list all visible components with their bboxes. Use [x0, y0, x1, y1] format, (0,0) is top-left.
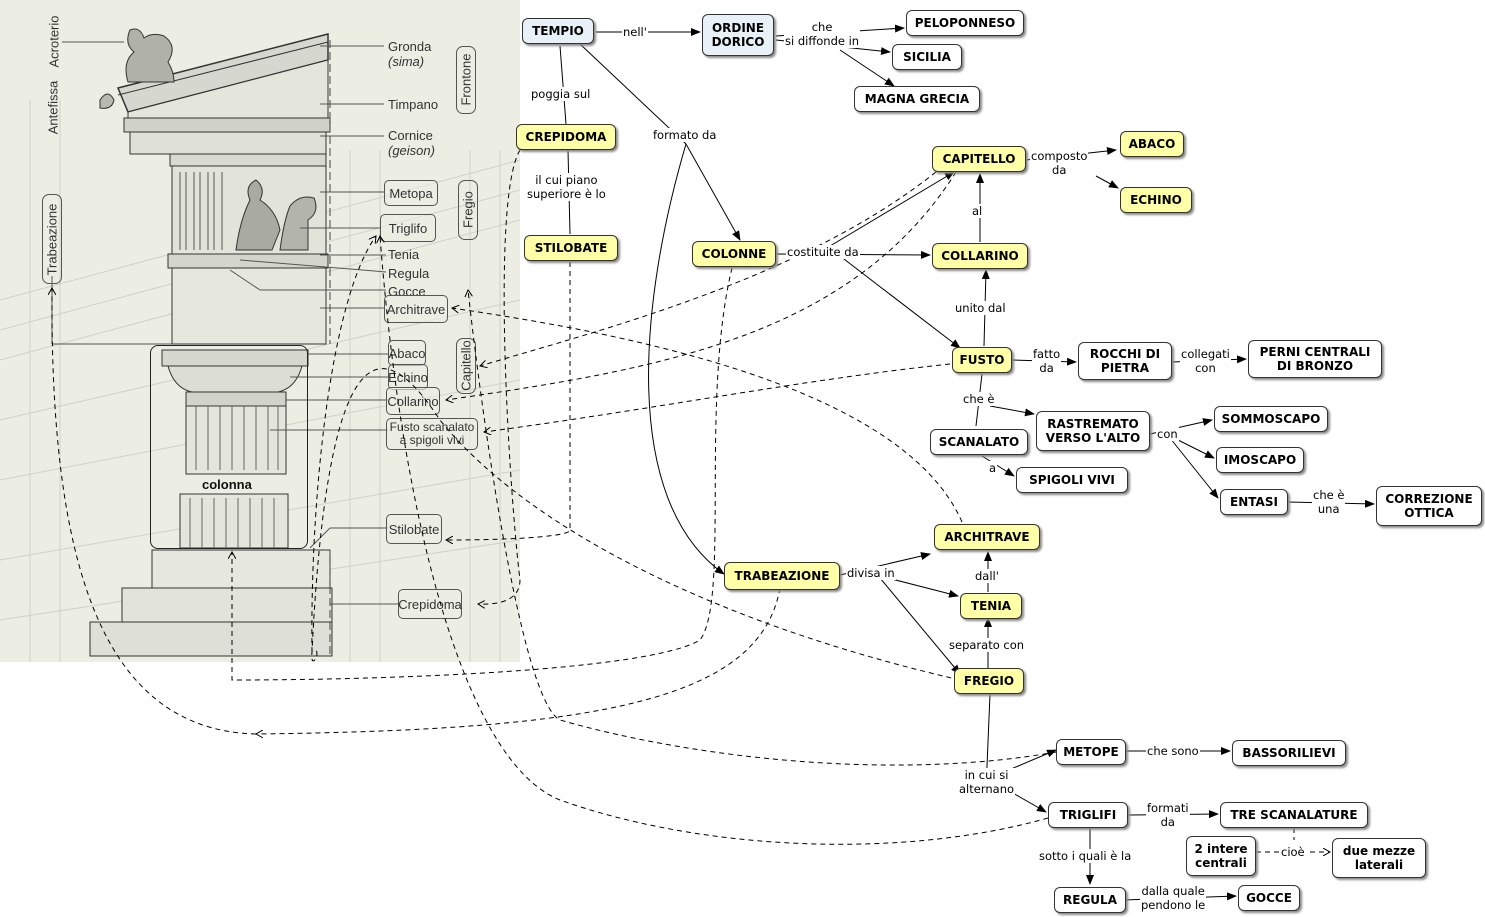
tenia-label: Tenia	[388, 247, 420, 262]
stylobate-step	[151, 549, 331, 589]
node-sicilia[interactable]: SICILIA	[892, 44, 962, 70]
link-label-nell: nell'	[622, 25, 648, 39]
link-label-formato-da: formato da	[652, 128, 718, 142]
collarino-label: Collarino	[386, 387, 440, 415]
temple-illustration: Acroterio Antefissa Gronda (sima) Timpan…	[0, 0, 520, 662]
echino-label: Echino	[388, 364, 428, 390]
crepidoma-step-2	[89, 621, 333, 657]
node-correzione-ottica[interactable]: CORREZIONE OTTICA	[1376, 486, 1482, 526]
node-tempio[interactable]: TEMPIO	[522, 18, 594, 44]
node-rocchi[interactable]: ROCCHI DI PIETRA	[1078, 342, 1172, 380]
node-spigoli-vivi[interactable]: SPIGOLI VIVI	[1016, 467, 1128, 493]
link-label-al: al	[971, 204, 984, 218]
regula-label: Regula	[388, 266, 430, 281]
fusto-label: Fusto scanalato a spigoli vivi	[386, 418, 478, 450]
node-tenia[interactable]: TENIA	[960, 593, 1022, 619]
node-imoscapo[interactable]: IMOSCAPO	[1216, 447, 1304, 473]
node-scanalato[interactable]: SCANALATO	[930, 429, 1028, 455]
colonna-frame	[150, 345, 308, 549]
frontone-box	[456, 46, 476, 114]
link-label-che-e-una: che è una	[1312, 488, 1346, 516]
link-label-a: a	[988, 461, 998, 475]
architrave-label: Architrave	[384, 295, 448, 323]
link-label-sotto-i-quali: sotto i quali è la	[1038, 849, 1133, 863]
link-label-in-cui-si-alternano: in cui si alternano	[958, 768, 1016, 796]
link-label-dall: dall'	[974, 569, 1000, 583]
gronda-label: Gronda	[388, 39, 432, 54]
node-sommoscapo[interactable]: SOMMOSCAPO	[1214, 406, 1328, 432]
link-label-unito-dal: unito dal	[954, 301, 1007, 315]
antefix	[99, 93, 115, 109]
fregio-box	[458, 180, 478, 240]
node-echino[interactable]: ECHINO	[1120, 187, 1192, 213]
link-label-divisa-in: divisa in	[846, 566, 896, 580]
node-mezze-laterali[interactable]: due mezze laterali	[1332, 838, 1426, 878]
link-label-che-si-diffonde: che si diffonde in	[784, 20, 861, 48]
link-label-che-sono: che sono	[1146, 744, 1200, 758]
link-label-cioe: cioè	[1280, 845, 1306, 859]
node-triglifi[interactable]: TRIGLIFI	[1048, 802, 1128, 828]
temple-drawing	[0, 28, 520, 662]
geison-label: (geison)	[388, 143, 435, 158]
link-label-collegati-con: collegati con	[1180, 347, 1231, 375]
node-crepidoma[interactable]: CREPIDOMA	[516, 124, 616, 150]
link-label-costituite-da: costituite da	[786, 245, 860, 259]
link-label-il-cui-piano: il cui piano superiore è lo	[526, 173, 607, 201]
architrave	[171, 267, 327, 345]
node-gocce[interactable]: GOCCE	[1238, 885, 1300, 911]
node-trabeazione[interactable]: TRABEAZIONE	[724, 562, 840, 590]
node-entasi[interactable]: ENTASI	[1220, 489, 1288, 515]
link-label-fatto-da: fatto da	[1032, 347, 1062, 375]
node-fregio[interactable]: FREGIO	[954, 668, 1024, 694]
node-collarino[interactable]: COLLARINO	[932, 243, 1028, 269]
node-magna-grecia[interactable]: MAGNA GRECIA	[854, 86, 980, 112]
link-label-formati-da: formati da	[1146, 801, 1190, 829]
node-ordine-dorico[interactable]: ORDINE DORICO	[702, 14, 774, 56]
timpano-label: Timpano	[388, 97, 439, 112]
node-bassorilievi[interactable]: BASSORILIEVI	[1232, 740, 1346, 766]
stilobate-label: Stilobate	[386, 514, 442, 544]
node-colonne[interactable]: COLONNE	[692, 241, 776, 267]
trabeazione-box	[42, 194, 62, 284]
triglifo-label: Triglifo	[380, 214, 436, 242]
cornice-label: Cornice	[388, 128, 433, 143]
abaco-label: Abaco	[388, 340, 426, 366]
shaft-upper	[185, 405, 287, 475]
griffin-acroterion	[125, 28, 175, 83]
node-capitello[interactable]: CAPITELLO	[932, 146, 1026, 172]
node-metope[interactable]: METOPE	[1056, 739, 1126, 765]
node-perni[interactable]: PERNI CENTRALI DI BRONZO	[1248, 340, 1382, 378]
node-abaco[interactable]: ABACO	[1120, 131, 1184, 157]
node-stilobate[interactable]: STILOBATE	[524, 235, 618, 261]
link-label-poggia-sul: poggia sul	[530, 87, 592, 101]
node-architrave[interactable]: ARCHITRAVE	[934, 524, 1040, 550]
node-tre-scanalature[interactable]: TRE SCANALATURE	[1220, 802, 1368, 828]
node-fusto[interactable]: FUSTO	[952, 347, 1012, 373]
link-label-che-e: che è	[962, 392, 996, 406]
sima-label: (sima)	[388, 54, 425, 69]
link-label-separato-con: separato con	[948, 638, 1026, 652]
capitello-box	[456, 338, 476, 394]
node-regula[interactable]: REGULA	[1054, 887, 1126, 913]
node-intere-centrali[interactable]: 2 intere centrali	[1186, 836, 1256, 876]
link-label-dalla-quale: dalla quale pendono le	[1140, 884, 1207, 912]
metopa-label: Metopa	[384, 180, 438, 206]
crepidoma-label: Crepidoma	[398, 589, 462, 619]
node-rastremato[interactable]: RASTREMATO VERSO L'ALTO	[1036, 411, 1150, 451]
metope-relief	[235, 179, 281, 251]
link-label-con: con	[1156, 427, 1179, 441]
colonna-label: colonna	[202, 477, 252, 492]
crepidoma-step-1	[121, 587, 333, 623]
node-peloponneso[interactable]: PELOPONNESO	[906, 10, 1024, 36]
link-label-composto-da: composto da	[1030, 149, 1089, 177]
